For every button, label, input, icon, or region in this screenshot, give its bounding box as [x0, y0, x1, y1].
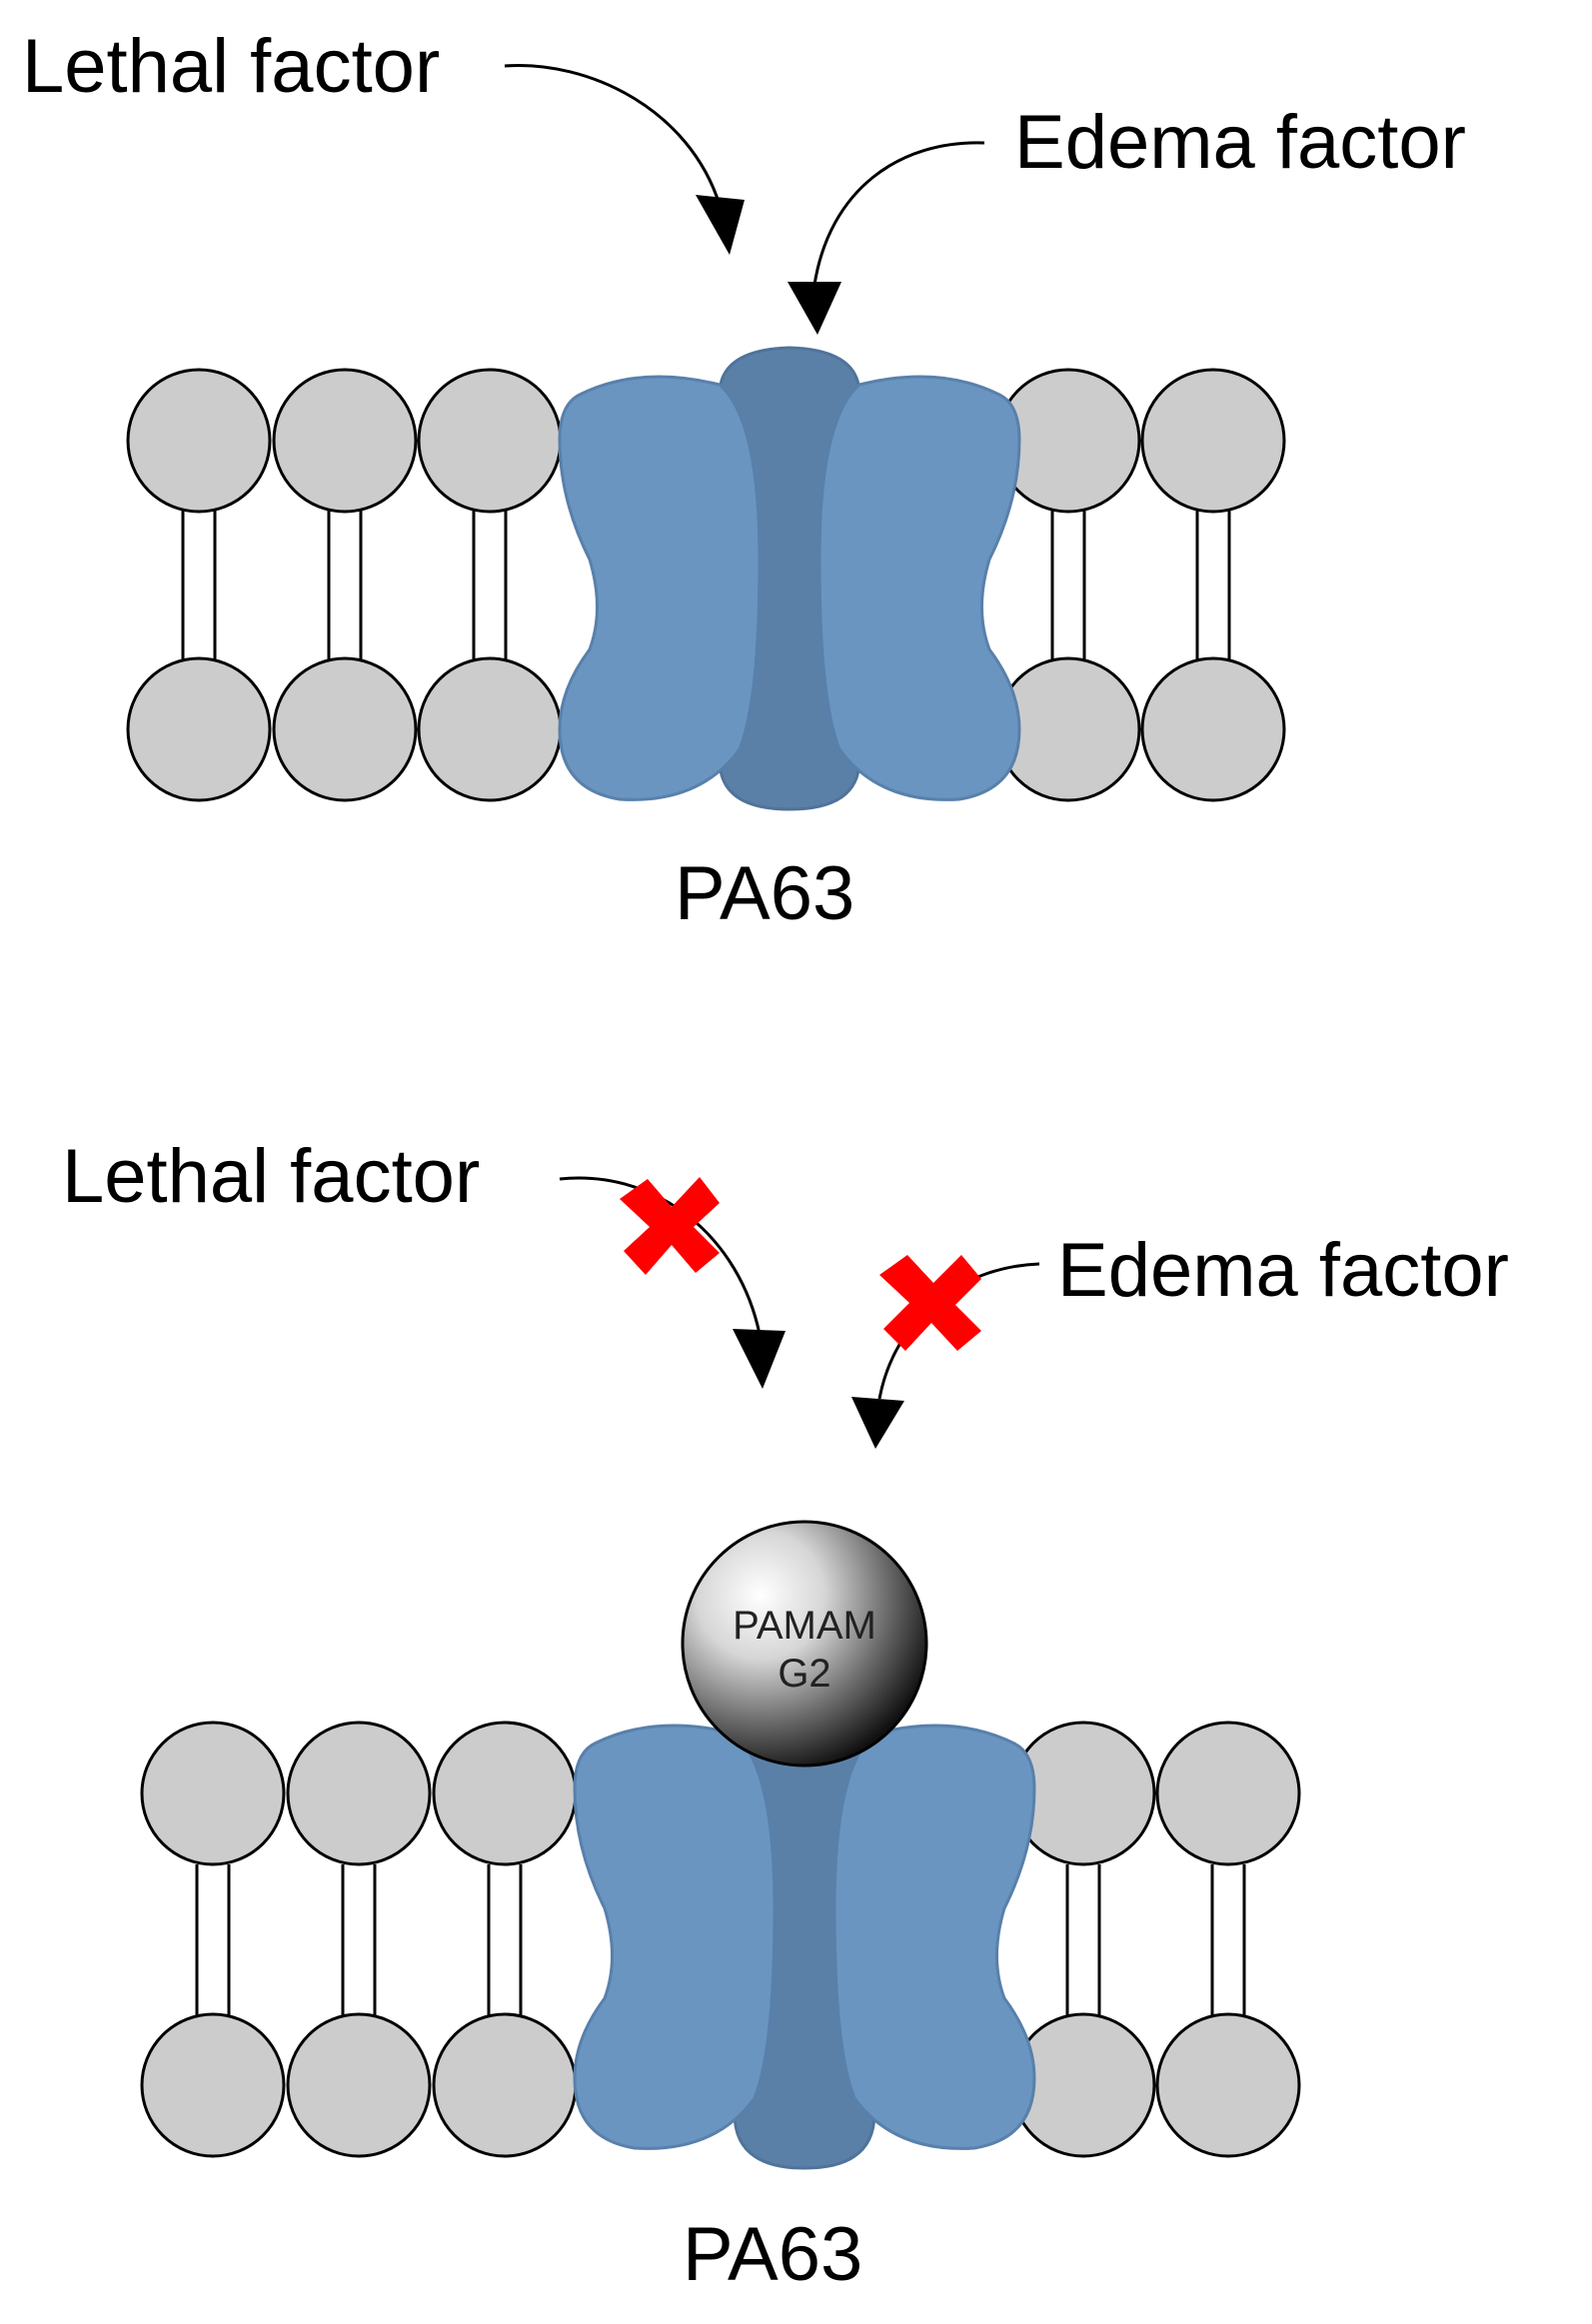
lethal-block-red-x-icon — [620, 1177, 720, 1275]
lipid-head-icon — [140, 1721, 286, 1866]
lipid-head-icon — [126, 656, 272, 802]
lipid-head-icon — [432, 2012, 578, 2158]
lipid-head-icon — [417, 656, 563, 802]
channel-right-lobe — [832, 1724, 1036, 2150]
top-lipid-bilayer — [126, 368, 1286, 802]
lipid-head-icon — [272, 368, 418, 514]
bottom-panel: Lethal factor Edema factor — [62, 1134, 1509, 2297]
lipid-head-icon — [1155, 2012, 1301, 2158]
top-edema-arrow-icon — [788, 141, 985, 335]
lipid-tails — [195, 1864, 1246, 2018]
top-edema-factor-label: Edema factor — [1014, 100, 1466, 185]
lipid-head-icon — [1155, 1721, 1301, 1866]
channel-left-lobe — [558, 375, 762, 801]
pamam-g2-dendrimer-sphere-icon: PAMAM G2 — [681, 1520, 928, 1767]
bottom-pa63-label: PA63 — [683, 2212, 862, 2297]
lipid-head-icon — [432, 1721, 578, 1866]
lipid-head-icon — [272, 656, 418, 802]
lipid-head-icon — [286, 2012, 432, 2158]
lipid-tails — [181, 510, 1231, 659]
top-pa63-channel — [558, 346, 1021, 811]
lipid-head-icon — [1140, 368, 1286, 514]
lipid-head-icon — [126, 368, 272, 514]
lipid-head-icon — [1140, 656, 1286, 802]
pamam-label: PAMAM — [733, 1604, 876, 1648]
top-lethal-arrow-icon — [504, 64, 745, 255]
bottom-lipid-bilayer — [140, 1721, 1301, 2158]
bottom-edema-factor-label: Edema factor — [1057, 1228, 1509, 1313]
top-lethal-factor-label: Lethal factor — [22, 24, 440, 109]
edema-block-red-x-icon — [879, 1255, 981, 1351]
top-panel: Lethal factor Edema factor — [22, 24, 1466, 936]
lipid-head-icon — [140, 2012, 286, 2158]
lipid-head-icon — [286, 1721, 432, 1866]
g2-label: G2 — [778, 1652, 830, 1696]
bottom-pa63-channel — [573, 1695, 1036, 2170]
lipid-head-icon — [417, 368, 563, 514]
channel-right-lobe — [817, 375, 1021, 801]
bottom-lethal-factor-label: Lethal factor — [62, 1134, 480, 1219]
channel-left-lobe — [573, 1724, 777, 2150]
top-pa63-label: PA63 — [675, 851, 854, 936]
